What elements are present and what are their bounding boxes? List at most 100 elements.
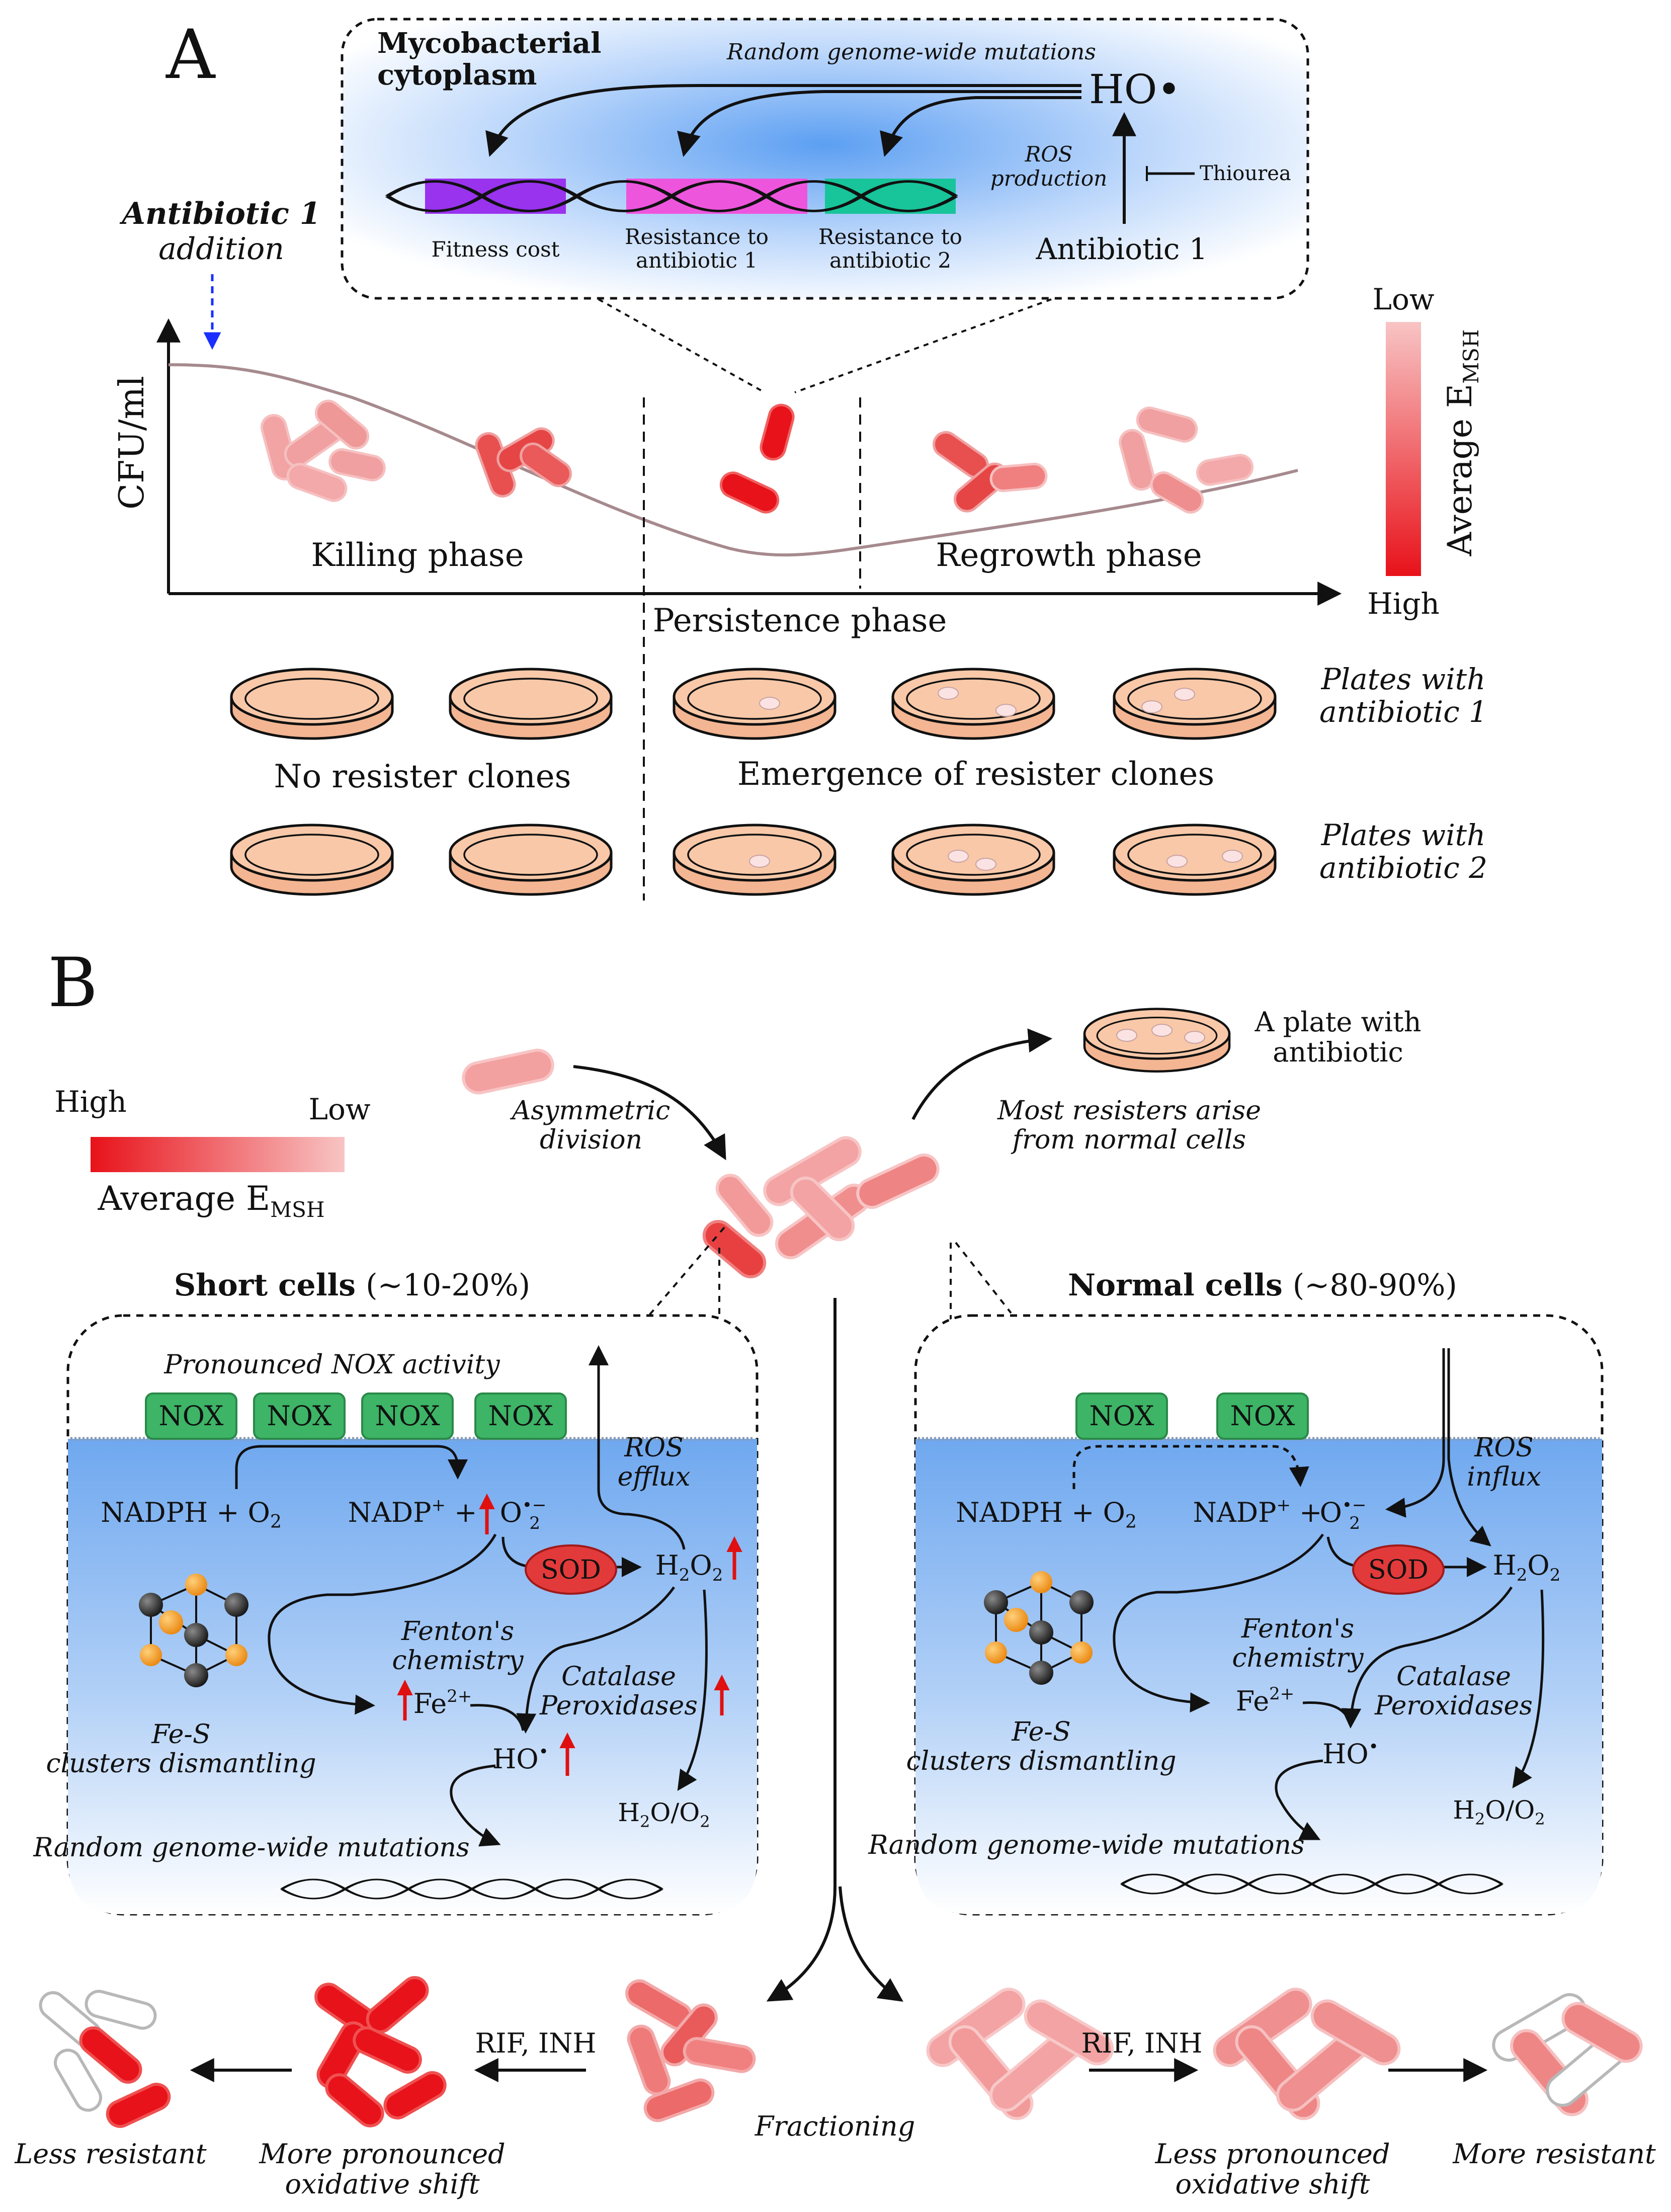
superoxide-left-text: O (500, 1497, 522, 1528)
nadph-left: NADPH + O2 (101, 1497, 282, 1532)
short-population-shifted (314, 1976, 447, 2127)
resistance-2-text-line-2: antibiotic 2 (829, 248, 951, 273)
h2o2-to-catalase-right (1512, 1589, 1545, 1788)
legend-b-sub-text: MSH (270, 1197, 324, 1222)
ros-efflux-arrow (589, 1345, 686, 1550)
more-shift-text-line-2: oxidative shift (285, 2168, 479, 2200)
h2o-left-sub2: 2 (700, 1812, 710, 1831)
sod-label-right: SOD (1368, 1555, 1429, 1585)
short-cells-text: Short cells (174, 1268, 356, 1303)
fe-right-text: Fe (1236, 1685, 1269, 1717)
nox-row-right: NOX NOX (1075, 1392, 1309, 1440)
regrowth-phase-label: Regrowth phase (936, 537, 1202, 574)
hydroxyl-left-text: HO (492, 1743, 538, 1775)
h2o2-left-sub2: 2 (712, 1565, 723, 1585)
h2o2-right-sub1: 2 (1517, 1565, 1528, 1585)
h2o-o2-right: H2O/O2 (1453, 1795, 1545, 1829)
hydroxyl-left-sup: • (539, 1742, 549, 1762)
no-resisters-label: No resister clones (274, 758, 571, 795)
dividing-cell (462, 1048, 554, 1095)
drugs-left-label: RIF, INH (475, 2027, 596, 2059)
normal-pct-text: (~80-90%) (1293, 1268, 1457, 1303)
nox-row-left: NOX NOX NOX NOX (145, 1392, 567, 1440)
nox-label-r1: NOX (1089, 1400, 1154, 1432)
legend-b-high: High (54, 1085, 127, 1119)
nadp-left-plus: + (446, 1497, 477, 1528)
superoxide-right: O•−2 (1320, 1495, 1367, 1533)
emsh-legend-horizontal: High Low Average EMSH (54, 1085, 370, 1222)
legend-title-vertical: Average EMSH (1441, 329, 1483, 556)
fenton-right-text-line-1: Fenton's (1241, 1614, 1354, 1644)
nadp-right-text: NADP (1193, 1497, 1277, 1528)
normal-cells-text: Normal cells (1068, 1268, 1283, 1303)
nadp-right-plus: + (1291, 1497, 1322, 1528)
drugs-right-label: RIF, INH (1081, 2027, 1202, 2059)
h2o2-right: H2O2 (1493, 1549, 1561, 1585)
fe-right-sup: 2+ (1269, 1684, 1294, 1704)
superoxide-left-sub: 2 (529, 1513, 540, 1533)
mutations-label-right: Random genome-wide mutations (868, 1830, 1304, 1860)
nox-label-l1: NOX (158, 1400, 224, 1432)
nox-reaction-arrow-left (235, 1445, 468, 1489)
catalase-left-text-line-1: Catalase (561, 1662, 676, 1692)
nadp-left-text: NADP (348, 1497, 432, 1528)
inset-connector-right (794, 298, 1052, 393)
nadph-left-text: NADPH + O (101, 1497, 270, 1528)
less-shift-text-line-1: Less pronounced (1155, 2138, 1390, 2170)
catalase-right-text-line-1: Catalase (1396, 1662, 1511, 1692)
ros-influx-arrow-2 (1447, 1348, 1491, 1546)
normal-population-shifted (1213, 1988, 1401, 2120)
fes-cluster-left (139, 1574, 248, 1687)
ros-production-line-2: production (990, 166, 1107, 191)
legend-b-low: Low (308, 1092, 370, 1126)
h2o2-left-text: H (655, 1549, 679, 1581)
plates-antibiotic-1 (231, 669, 1275, 739)
plates-ab2-text-line-1: Plates with (1321, 818, 1486, 852)
nox-reaction-arrow-right (1072, 1445, 1309, 1489)
persister-cells (719, 403, 795, 514)
panel-b-letter: B (48, 943, 98, 1022)
nadp-left: NADP+ + (348, 1495, 477, 1528)
hydroxyl-right-sup: • (1369, 1737, 1379, 1757)
fitness-cost-segment (425, 179, 566, 214)
h2o2-left-sub1: 2 (679, 1565, 690, 1585)
ros-production-line-1: ROS (1025, 142, 1073, 167)
sod-label-left: SOD (541, 1555, 601, 1585)
normal-population-outcome (1492, 1993, 1643, 2116)
ros-influx-text-line-1: ROS (1474, 1433, 1533, 1463)
nox-label-l4: NOX (488, 1400, 553, 1432)
asymmetric-arrow (573, 1065, 726, 1161)
asymmetric-text-line-1: Asymmetric (510, 1096, 671, 1126)
superoxide-right-sup: •− (1342, 1495, 1367, 1515)
resistance-1-text-line-1: Resistance to (625, 224, 769, 249)
resistance-2-text-line-1: Resistance to (818, 224, 962, 249)
most-resisters-text-line-1: Most resisters arise (997, 1096, 1261, 1126)
plates-ab1-text-line-1: Plates with (1321, 662, 1486, 696)
nadp-right: NADP+ + (1193, 1495, 1322, 1528)
h2o-left-rest: O/O (650, 1798, 700, 1827)
fe-to-hydroxyl-right (1302, 1701, 1352, 1726)
short-cell-box: Pronounced NOX activity NOX NOX NOX NOX … (33, 1314, 759, 1916)
h2o-right-sub1: 2 (1475, 1810, 1485, 1829)
nadp-left-sup: + (431, 1495, 446, 1515)
fes-cluster-right (984, 1571, 1094, 1685)
legend-sub-text: MSH (1459, 329, 1483, 383)
